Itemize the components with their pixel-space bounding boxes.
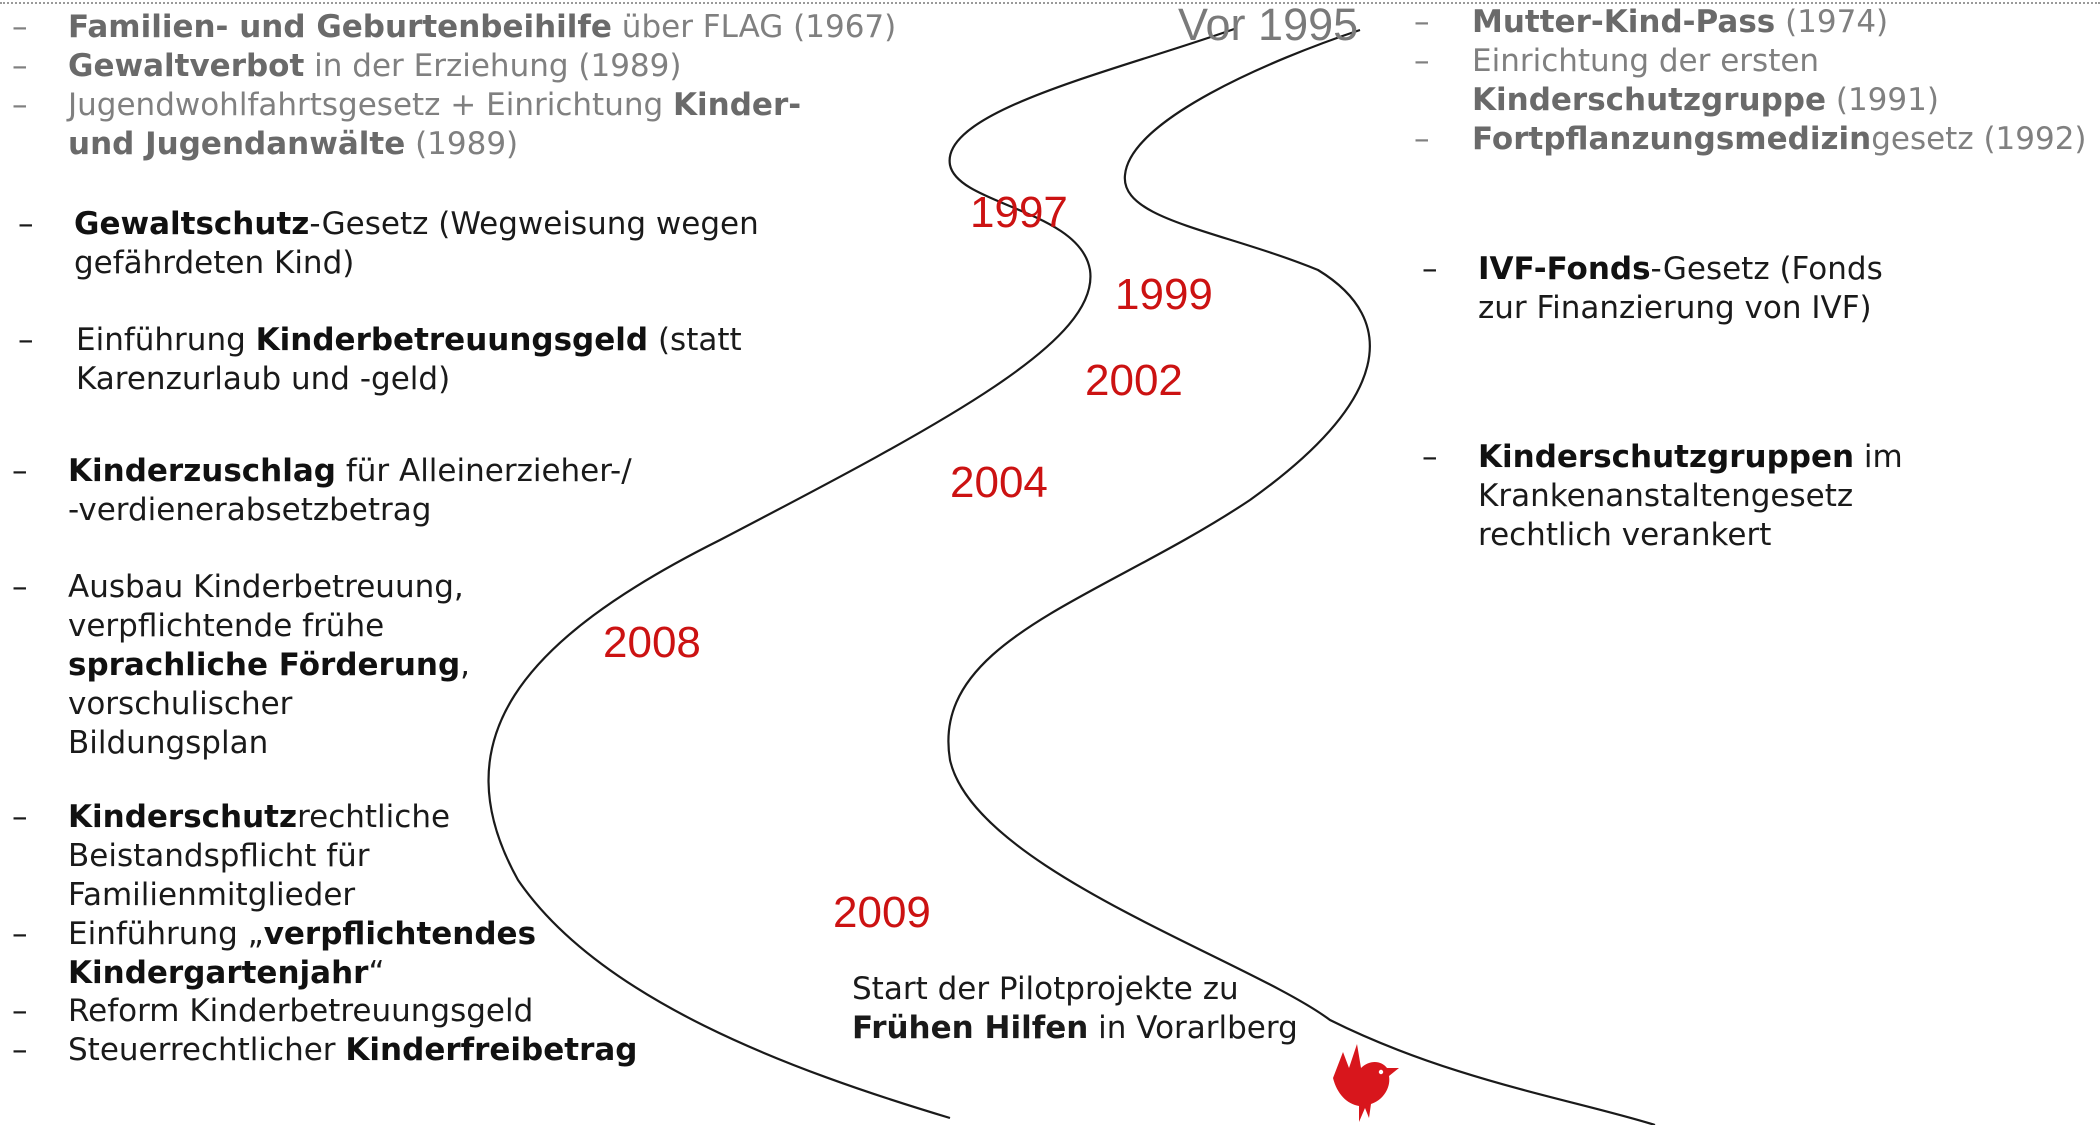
item-ksg-line1: Einrichtung der ersten (1472, 43, 1820, 79)
item-flag: – Familien- und Geburtenbeihilfe über FL… (12, 8, 912, 47)
item-kinderschutz-line3: Familienmitglieder (68, 877, 356, 913)
road-right-edge (947, 28, 1656, 1125)
item-ausbau-line1: Ausbau Kinderbetreuung, (68, 569, 464, 605)
item-kigajahr-bold2: Kindergartenjahr (68, 955, 369, 991)
item-jwg-bold2: und Jugendanwälte (68, 126, 406, 162)
year-2009: 2009 (833, 888, 931, 937)
bullet-dash: – (1422, 439, 1438, 475)
item-gewaltverbot-bold: Gewaltverbot (68, 48, 305, 84)
item-ausbau-line4: vorschulischer (68, 686, 293, 722)
item-mkpass-rest: (1974) (1775, 4, 1889, 40)
item-kinderschutz: – Kinderschutzrechtliche Beistandspflich… (12, 798, 572, 915)
item-kigajahr-pre: Einführung „ (68, 916, 264, 952)
bullet-dash: – (1414, 121, 1430, 157)
item-kinderschutz-line2: Beistandspflicht für (68, 838, 370, 874)
bullet-dash: – (12, 569, 28, 605)
item-ksg: – Einrichtung der ersten Kinderschutzgru… (1414, 42, 2100, 120)
item-mkpass-bold: Mutter-Kind-Pass (1472, 4, 1776, 40)
item-kigajahr-post: “ (368, 955, 385, 991)
bullet-dash: – (12, 916, 28, 952)
item-ausbau-bold: sprachliche Förderung (68, 647, 461, 683)
item-jwg-pre: Jugendwohlfahrtsgesetz + Einrichtung (68, 87, 674, 123)
item-jwg: – Jugendwohlfahrtsgesetz + Einrichtung K… (12, 86, 912, 164)
item-kbg-rest2: Karenzurlaub und -geld) (76, 361, 451, 397)
item-flag-rest: über FLAG (1967) (611, 9, 897, 45)
bullet-dash: – (18, 206, 34, 242)
item-freibetrag-bold: Kinderfreibetrag (345, 1032, 638, 1068)
red-bird-icon (1333, 1044, 1399, 1122)
road-left-edge (487, 26, 1238, 1120)
bullet-dash: – (1414, 43, 1430, 79)
bullet-dash: – (12, 453, 28, 489)
item-ausbau: – Ausbau Kinderbetreuung, verpflichtende… (12, 568, 572, 763)
year-2004: 2004 (950, 458, 1048, 507)
item-zuschlag-bold: Kinderzuschlag (68, 453, 336, 489)
item-mkpass: – Mutter-Kind-Pass (1974) (1414, 3, 2100, 42)
item-fmed: – Fortpflanzungsmedizingesetz (1992) (1414, 120, 2100, 159)
item-reform-text: Reform Kinderbetreuungsgeld (68, 993, 534, 1029)
item-ivf-line2: zur Finanzierung von IVF) (1478, 290, 1872, 326)
item-kinderschutz-bold: Kinderschutz (68, 799, 298, 835)
bullet-dash: – (1422, 251, 1438, 287)
item-ksgruppen: – Kinderschutzgruppen im Krankenanstalte… (1422, 438, 2042, 555)
item-jwg-bold1: Kinder- (673, 87, 802, 123)
item-reform: – Reform Kinderbetreuungsgeld (12, 992, 652, 1031)
bullet-dash: – (12, 799, 28, 835)
top-dotted-border (0, 2, 2100, 4)
item-kbg-rest1: (statt (648, 322, 742, 358)
bullet-dash: – (12, 1032, 28, 1068)
item-freibetrag-pre: Steuerrechtlicher (68, 1032, 346, 1068)
item-gewaltschutz-bold: Gewaltschutz (74, 206, 310, 242)
item-zuschlag-rest2: -verdienerabsetzbetrag (68, 492, 432, 528)
item-ksg-bold: Kinderschutzgruppe (1472, 82, 1827, 118)
item-kinderschutz-rest1: rechtliche (297, 799, 451, 835)
item-ivf-bold: IVF-Fonds (1478, 251, 1651, 287)
item-ksgruppen-bold: Kinderschutzgruppen (1478, 439, 1855, 475)
item-ivf-rest1: -Gesetz (Fonds (1650, 251, 1883, 287)
item-gewaltverbot-rest: in der Erziehung (1989) (304, 48, 682, 84)
bullet-dash: – (12, 87, 28, 123)
item-kbg-pre: Einführung (76, 322, 256, 358)
year-1999: 1999 (1115, 270, 1213, 319)
bullet-dash: – (12, 48, 28, 84)
item-fmed-rest: gesetz (1992) (1871, 121, 2087, 157)
item-kbg-bold: Kinderbetreuungsgeld (255, 322, 649, 358)
year-1997: 1997 (970, 188, 1068, 237)
item-ausbau-line5: Bildungsplan (68, 725, 269, 761)
finale-bold: Frühen Hilfen (852, 1010, 1089, 1046)
item-kbg: – Einführung Kinderbetreuungsgeld (statt… (18, 321, 878, 399)
item-ksgruppen-line3: rechtlich verankert (1478, 517, 1772, 553)
finale-text: Start der Pilotprojekte zu Frühen Hilfen… (852, 970, 1298, 1048)
item-kigajahr-bold1: verpflichtendes (263, 916, 537, 952)
item-fmed-bold: Fortpflanzungsmedizin (1472, 121, 1872, 157)
item-flag-bold: Familien- und Geburtenbeihilfe (68, 9, 612, 45)
item-zuschlag-rest1: für Alleinerzieher-/ (335, 453, 632, 489)
year-2002: 2002 (1085, 356, 1183, 405)
finale-line1: Start der Pilotprojekte zu (852, 971, 1239, 1007)
item-kigajahr: – Einführung „verpflichtendes Kindergart… (12, 915, 652, 993)
bullet-dash: – (12, 9, 28, 45)
item-ksg-rest: (1991) (1826, 82, 1939, 118)
item-gewaltverbot: – Gewaltverbot in der Erziehung (1989) (12, 47, 912, 86)
item-ausbau-comma: , (460, 647, 471, 683)
item-gewaltschutz: – Gewaltschutz-Gesetz (Wegweisung wegen … (18, 205, 878, 283)
item-ksgruppen-line2: Krankenanstaltengesetz (1478, 478, 1854, 514)
item-gewaltschutz-rest2: gefährdeten Kind) (74, 245, 355, 281)
item-freibetrag: – Steuerrechtlicher Kinderfreibetrag (12, 1031, 672, 1070)
item-ivf: – IVF-Fonds-Gesetz (Fonds zur Finanzieru… (1422, 250, 2042, 328)
finale-rest: in Vorarlberg (1088, 1010, 1298, 1046)
item-ausbau-line2: verpflichtende frühe (68, 608, 385, 644)
bullet-dash: – (18, 322, 34, 358)
bullet-dash: – (1414, 4, 1430, 40)
item-zuschlag: – Kinderzuschlag für Alleinerzieher-/ -v… (12, 452, 872, 530)
year-2008: 2008 (603, 618, 701, 667)
item-ksgruppen-rest1: im (1854, 439, 1903, 475)
item-jwg-rest: (1989) (405, 126, 519, 162)
year-before-1995: Vor 1995 (1178, 0, 1359, 50)
bullet-dash: – (12, 993, 28, 1029)
item-gewaltschutz-rest1: -Gesetz (Wegweisung wegen (309, 206, 759, 242)
